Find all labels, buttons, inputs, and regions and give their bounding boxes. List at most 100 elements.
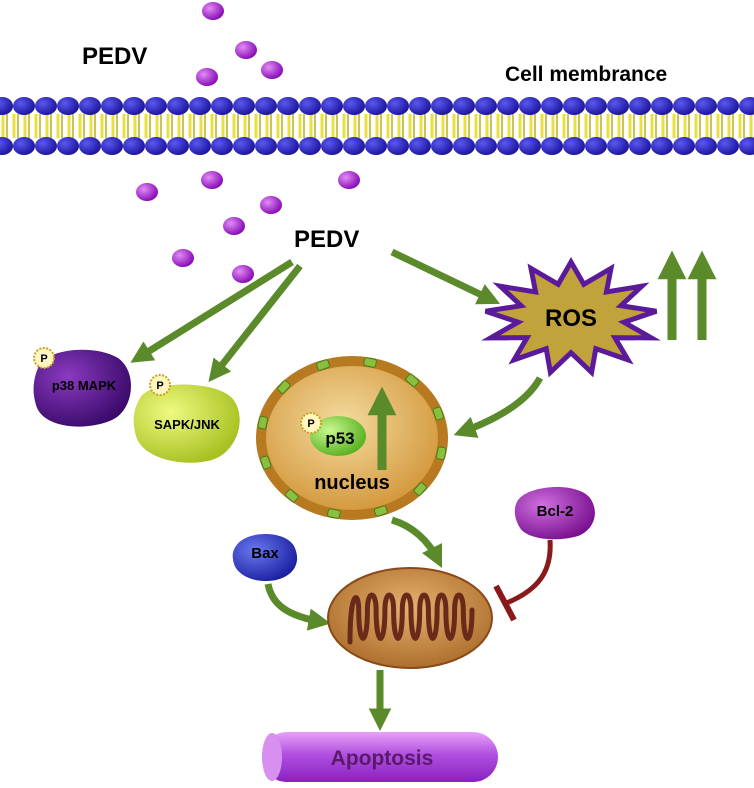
virus-particle xyxy=(196,68,218,86)
lipid-head xyxy=(453,97,475,115)
virus-particle xyxy=(172,249,194,267)
arrow-nucleus-to-mito xyxy=(390,516,443,569)
ros-increase-arrows xyxy=(657,250,717,340)
phospho-badge xyxy=(33,347,55,369)
pathway-arrows xyxy=(130,248,544,731)
lipid-head xyxy=(57,97,79,115)
virus-particle xyxy=(223,217,245,235)
arrow-bax-to-mito xyxy=(264,583,331,631)
lipid-head xyxy=(233,97,255,115)
p38-mapk-protein xyxy=(33,349,131,427)
lipid-head xyxy=(497,97,519,115)
lipid-head xyxy=(629,97,651,115)
lipid-head xyxy=(35,137,57,155)
ros-label: ROS xyxy=(545,305,597,332)
lipid-head xyxy=(563,137,585,155)
lipid-head xyxy=(321,137,343,155)
lipid-head xyxy=(211,97,233,115)
virus-particle xyxy=(232,265,254,283)
nuclear-pore xyxy=(373,505,388,517)
p53-label: p53 xyxy=(325,429,354,448)
virus-particle xyxy=(202,2,224,20)
phospho-badge xyxy=(149,374,171,396)
lipid-head xyxy=(365,137,387,155)
nuclear-pore xyxy=(277,380,291,394)
lipid-head xyxy=(651,137,673,155)
sapk-jnk-protein xyxy=(133,384,240,463)
lipid-head xyxy=(145,97,167,115)
lipid-head xyxy=(453,137,475,155)
cell-membrane-label: Cell membrance xyxy=(505,63,667,86)
lipid-head xyxy=(101,97,123,115)
nuclear-pore xyxy=(405,373,420,387)
sapk-jnk-label: SAPK/JNK xyxy=(154,417,220,432)
virus-particle xyxy=(201,171,223,189)
lipid-head xyxy=(387,137,409,155)
lipid-head xyxy=(739,137,754,155)
phosphorylation-badges: PPP xyxy=(33,347,322,434)
nuclear-pore xyxy=(285,489,299,503)
lipid-head xyxy=(365,97,387,115)
mitochondrion xyxy=(327,567,493,669)
bcl2-inhibition xyxy=(493,539,553,622)
lipid-head xyxy=(409,97,431,115)
nuclear-pore xyxy=(260,455,272,470)
lipid-head xyxy=(145,137,167,155)
lipid-head xyxy=(277,137,299,155)
nuclear-pore xyxy=(413,482,427,496)
apoptosis-box xyxy=(262,732,498,782)
nuclear-pores xyxy=(257,357,447,519)
lipid-head xyxy=(0,137,13,155)
phospho-label: P xyxy=(307,418,314,430)
nuclear-pore xyxy=(432,406,444,421)
lipid-head xyxy=(255,97,277,115)
lipid-head xyxy=(541,97,563,115)
lipid-head xyxy=(673,97,695,115)
pedv-top-label: PEDV xyxy=(82,43,147,70)
lipid-head xyxy=(585,137,607,155)
virus-particle xyxy=(261,61,283,79)
lipid-head xyxy=(695,97,717,115)
lipid-head xyxy=(123,137,145,155)
lipid-head xyxy=(585,97,607,115)
p53-protein xyxy=(310,416,366,456)
virus-particle xyxy=(260,196,282,214)
lipid-head xyxy=(79,137,101,155)
bax-protein xyxy=(232,534,298,582)
bcl-2-label: Bcl-2 xyxy=(537,503,574,520)
lipid-head xyxy=(211,137,233,155)
nuclear-pore xyxy=(257,415,269,430)
lipid-head xyxy=(0,97,13,115)
lipid-head xyxy=(717,97,739,115)
lipid-head xyxy=(497,137,519,155)
lipid-head xyxy=(343,97,365,115)
cell-membrane xyxy=(0,97,754,155)
phospho-badge xyxy=(300,412,322,434)
lipid-head xyxy=(519,97,541,115)
lipid-head xyxy=(629,137,651,155)
lipid-head xyxy=(299,137,321,155)
arrow-pedv-to-p38 xyxy=(130,259,294,363)
lipid-head xyxy=(101,137,123,155)
lipid-head xyxy=(431,97,453,115)
lipid-head xyxy=(541,137,563,155)
lipid-head xyxy=(233,137,255,155)
virus-particle xyxy=(235,41,257,59)
p38-mapk-label: p38 MAPK xyxy=(52,378,117,393)
lipid-head xyxy=(343,137,365,155)
lipid-head xyxy=(607,97,629,115)
lipid-head xyxy=(13,137,35,155)
lipid-head xyxy=(123,97,145,115)
lipid-head xyxy=(519,137,541,155)
lipid-head xyxy=(277,97,299,115)
arrow-pedv-to-sapk xyxy=(208,263,303,383)
lipid-head xyxy=(431,137,453,155)
nuclear-pore xyxy=(435,446,447,461)
lipid-head xyxy=(739,97,754,115)
lipid-head xyxy=(717,137,739,155)
lipid-head xyxy=(255,137,277,155)
lipid-head xyxy=(695,137,717,155)
bax-label: Bax xyxy=(251,545,279,562)
nuclear-pore xyxy=(327,508,341,519)
